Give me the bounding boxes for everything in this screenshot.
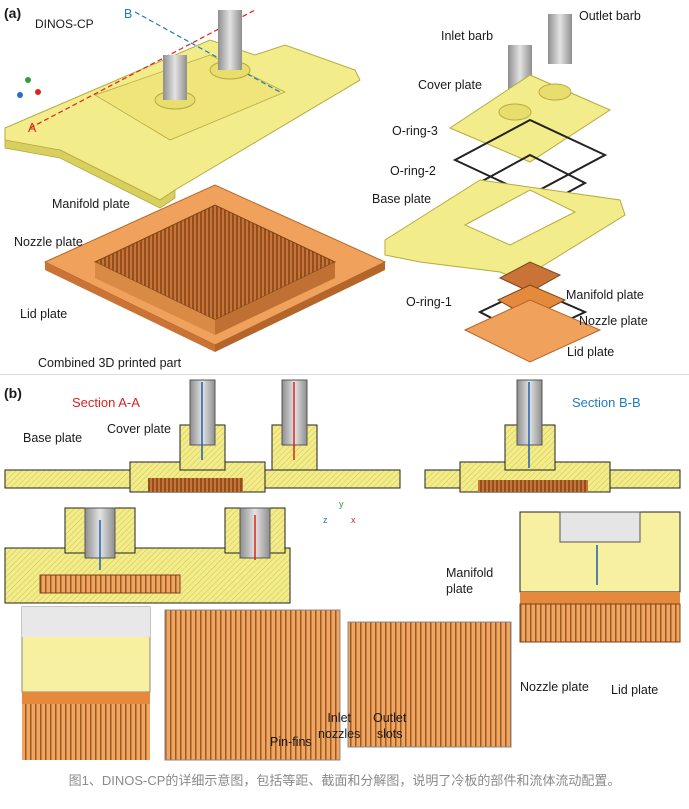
- axis-x-label-aa: x: [351, 515, 356, 525]
- label-outlet-slots: Outlet slots: [373, 711, 407, 741]
- label-base-plate-b: Base plate: [23, 431, 83, 445]
- label-outlet-barb: Outlet barb: [579, 9, 641, 23]
- panel-a-letter: (a): [4, 5, 22, 21]
- section-marker-a: A: [28, 121, 37, 135]
- assembled-plate-illustration: [4, 9, 361, 209]
- label-manifold-plate-b: Manifold plate: [446, 566, 494, 596]
- detail-crop-1: [21, 606, 151, 760]
- label-oring-3: O-ring-3: [392, 124, 438, 138]
- label-manifold-plate-left: Manifold plate: [52, 197, 130, 211]
- detail-crop-2: [164, 609, 341, 761]
- label-lid-plate-b: Lid plate: [611, 683, 659, 697]
- label-manifold-plate-right: Manifold plate: [566, 288, 644, 302]
- label-nozzle-plate-b: Nozzle plate: [520, 680, 589, 694]
- axis-y-label-aa: y: [339, 499, 344, 509]
- label-lid-plate-right: Lid plate: [567, 345, 615, 359]
- label-nozzle-plate-left: Nozzle plate: [14, 235, 83, 249]
- label-lid-plate-left: Lid plate: [20, 307, 68, 321]
- label-oring-2: O-ring-2: [390, 164, 436, 178]
- section-aa-illustration: [4, 379, 401, 493]
- label-base-plate: Base plate: [372, 192, 432, 206]
- section-marker-b: B: [124, 7, 133, 21]
- device-name: DINOS-CP: [35, 17, 94, 31]
- label-oring-1: O-ring-1: [406, 295, 452, 309]
- section-bb-illustration: [424, 379, 681, 493]
- section-aa-title: Section A-A: [72, 395, 140, 410]
- detail-crop-3: [347, 621, 512, 748]
- section-bb-title: Section B-B: [572, 395, 641, 410]
- label-cover-plate: Cover plate: [418, 78, 482, 92]
- axis-z-label-aa: z: [323, 515, 328, 525]
- label-nozzle-plate-right: Nozzle plate: [579, 314, 648, 328]
- label-combined-part: Combined 3D printed part: [38, 356, 182, 370]
- label-pin-fins: Pin-fins: [270, 735, 312, 749]
- figure-caption: 图1、DINOS-CP的详细示意图，包括等距、截面和分解图，说明了冷板的部件和流…: [68, 773, 621, 788]
- label-inlet-barb: Inlet barb: [441, 29, 494, 43]
- exploded-view-illustration: [384, 14, 626, 363]
- label-inlet-nozzles: Inlet nozzles: [318, 711, 361, 741]
- label-cover-plate-b: Cover plate: [107, 422, 171, 436]
- section-bb-zoom-illustration: [519, 511, 681, 643]
- panel-divider: [0, 374, 689, 375]
- panel-b-letter: (b): [4, 385, 22, 401]
- combined-part-illustration: [43, 184, 387, 352]
- section-aa-zoom-illustration: [4, 507, 291, 604]
